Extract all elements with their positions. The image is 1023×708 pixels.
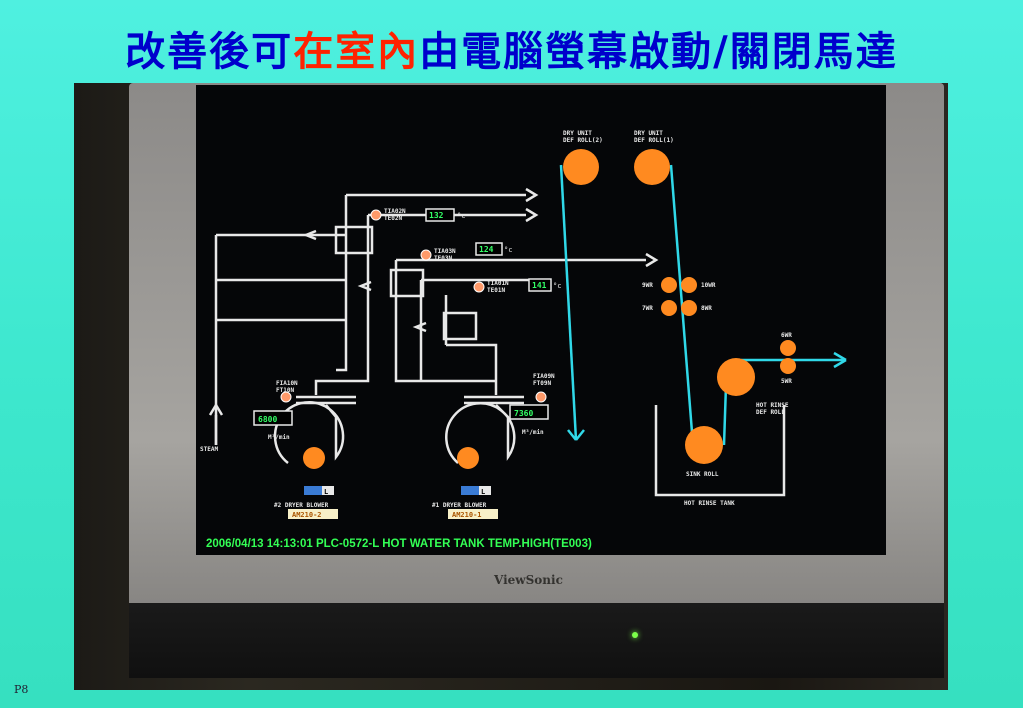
steam-label: STEAM [200, 446, 218, 453]
roll-8wr-label: 8WR [701, 305, 712, 312]
tia01n-value: 141 [532, 281, 547, 290]
power-led-icon [632, 632, 638, 638]
te03n-label: TE03N [434, 255, 452, 262]
fia10n-label: FIA10N [276, 380, 298, 387]
dry-unit-roll1-l1: DRY UNIT [634, 130, 663, 137]
roll-10wr-label: 10WR [701, 282, 716, 289]
te02n-label: TE02N [384, 215, 402, 222]
monitor-brand: ViewSonic [494, 573, 563, 587]
page-number: P8 [14, 683, 29, 696]
roll-7wr-label: 7WR [642, 305, 653, 312]
hmi-screen: TIA02N TE02N TIA03N TE03N TIA01N TE01N F… [196, 85, 886, 555]
blower2-label: #2 DRYER BLOWER [274, 502, 329, 509]
dry-unit-roll1-l2: DEF ROLL(1) [634, 137, 674, 144]
monitor-stand-panel [129, 603, 944, 678]
blower1-tag[interactable]: AM210-1 [452, 511, 482, 519]
blower1-mode[interactable]: L [481, 488, 485, 496]
tia03n-value: 124 [479, 245, 494, 254]
dry-unit-roll2-l1: DRY UNIT [563, 130, 592, 137]
tia02n-label: TIA02N [384, 208, 406, 215]
flow10-value: 6800 [258, 415, 277, 424]
title-part-blue-2: 由電腦螢幕啟動/關閉馬達 [419, 28, 898, 75]
title-part-blue: 改善後可 [125, 28, 294, 75]
hot-rinse-def-roll-l1: HOT RINSE [756, 402, 789, 409]
ft10n-label: FT10N [276, 387, 294, 394]
slide-title: 改善後可在室內由電腦螢幕啟動/關閉馬達 [0, 28, 1023, 76]
flow09-unit: M³/min [522, 429, 544, 436]
dry-unit-roll2-l2: DEF ROLL(2) [563, 137, 603, 144]
tia03n-label: TIA03N [434, 248, 456, 255]
roll-5wr-label: 5WR [781, 378, 792, 385]
tia01n-label: TIA01N [487, 280, 509, 287]
blower2-tag[interactable]: AM210-2 [292, 511, 322, 519]
roll-9wr-label: 9WR [642, 282, 653, 289]
process-diagram: TIA02N TE02N TIA03N TE03N TIA01N TE01N F… [200, 130, 847, 550]
hot-rinse-def-roll-l2: DEF ROLL [756, 409, 785, 416]
flow10-unit: M³/min [268, 434, 290, 441]
tia02n-unit: °c [457, 212, 465, 220]
tia01n-unit: °c [553, 282, 561, 290]
hot-rinse-tank-label: HOT RINSE TANK [684, 500, 735, 507]
alarm-message: 2006/04/13 14:13:01 PLC-0572-L HOT WATER… [206, 538, 592, 550]
ft09n-label: FT09N [533, 380, 551, 387]
roll-6wr-label: 6WR [781, 332, 792, 339]
sink-roll-label: SINK ROLL [686, 471, 719, 478]
title-part-red: 在室內 [293, 28, 420, 75]
tia02n-value: 132 [429, 211, 444, 220]
blower2-mode[interactable]: L [324, 488, 328, 496]
fia09n-label: FIA09N [533, 373, 555, 380]
monitor-photo: ViewSonic [74, 83, 948, 690]
te01n-label: TE01N [487, 287, 505, 294]
flow09-value: 7360 [514, 409, 533, 418]
blower1-label: #1 DRYER BLOWER [432, 502, 487, 509]
tia03n-unit: °c [504, 246, 512, 254]
